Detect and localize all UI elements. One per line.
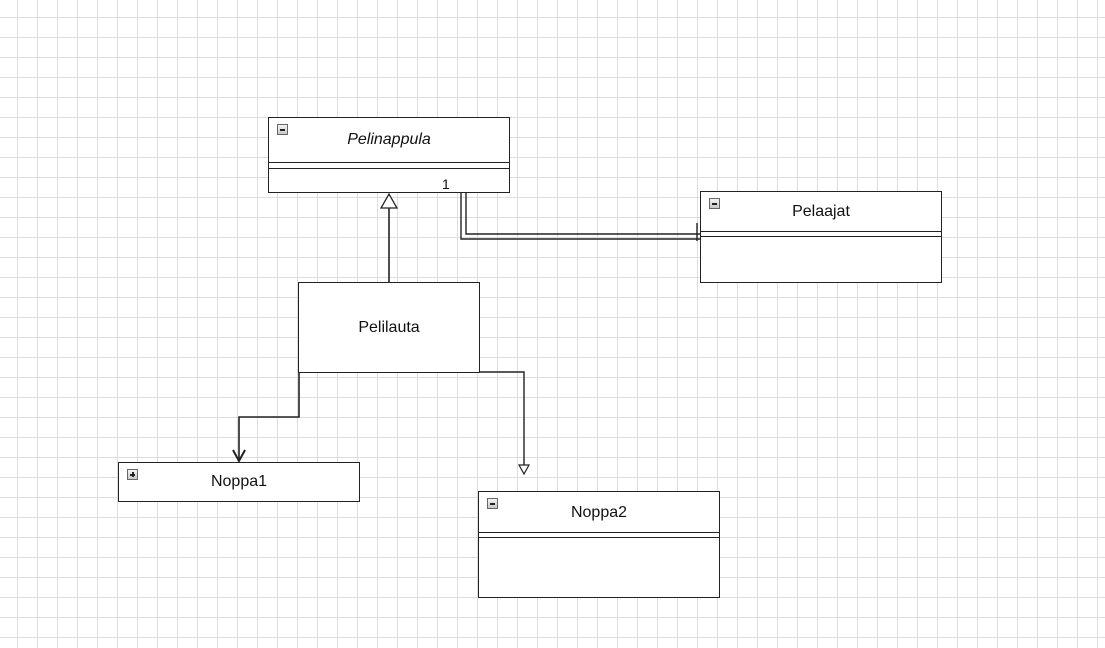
class-noppa2[interactable]: Noppa2 (478, 491, 720, 598)
attributes-separator (479, 532, 719, 533)
collapse-icon[interactable] (487, 498, 498, 509)
collapse-icon[interactable] (709, 198, 720, 209)
class-name: Noppa1 (210, 473, 268, 490)
edge-pelilauta-to-noppa1[interactable] (239, 372, 300, 461)
methods-separator (479, 537, 719, 538)
attributes-separator (701, 231, 941, 232)
class-noppa1[interactable]: Noppa1 (118, 462, 360, 502)
class-pelilauta[interactable]: Pelilauta (298, 282, 480, 373)
class-name: Pelilauta (358, 318, 420, 336)
methods-separator (269, 168, 509, 169)
methods-separator (701, 236, 941, 237)
expand-icon[interactable] (127, 469, 138, 480)
collapse-icon[interactable] (277, 124, 288, 135)
class-name: Noppa2 (570, 503, 628, 521)
class-pelinappula[interactable]: Pelinappula (268, 117, 510, 193)
association-multiplicity: 1 (442, 176, 450, 192)
edge-pelinappula-to-pelaajat[interactable] (460, 192, 702, 241)
class-name: Pelinappula (347, 131, 431, 148)
edge-pelilauta-to-noppa2[interactable] (479, 371, 524, 474)
attributes-separator (269, 162, 509, 163)
class-pelaajat[interactable]: Pelaajat (700, 191, 942, 283)
class-name: Pelaajat (792, 203, 850, 220)
